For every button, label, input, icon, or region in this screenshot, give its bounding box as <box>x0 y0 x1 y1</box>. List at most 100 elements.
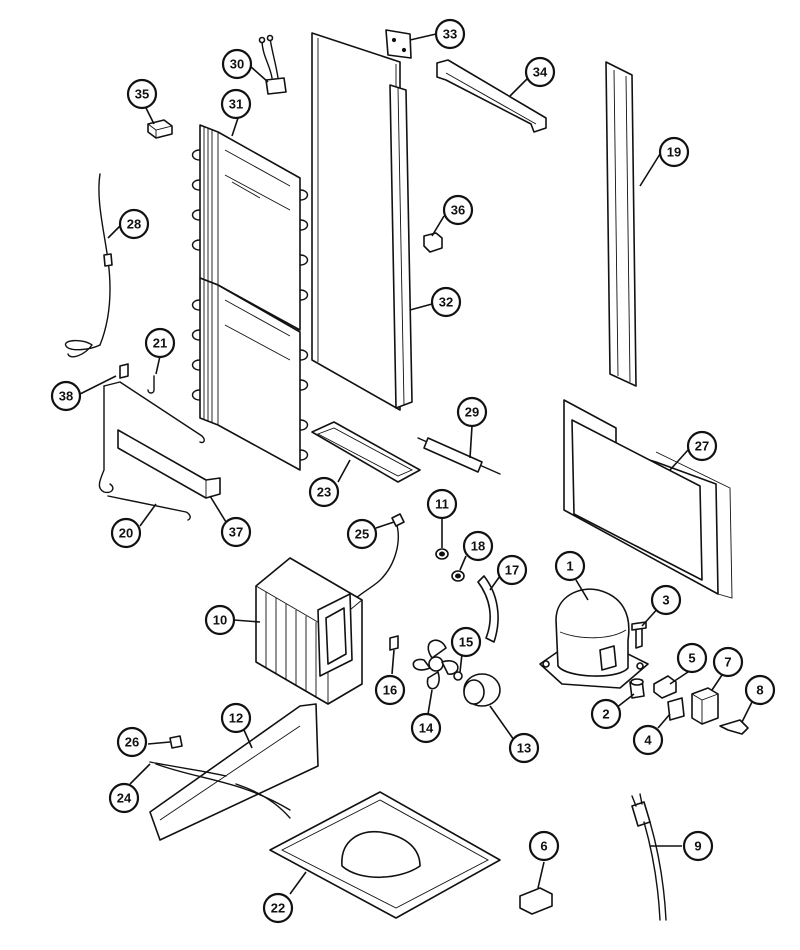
part-15-nut <box>453 671 463 681</box>
callout-2: 2 <box>590 698 622 730</box>
leader-15 <box>459 653 463 673</box>
part-1-compressor <box>539 588 649 689</box>
part-7-overload <box>691 687 719 725</box>
svg-text:5: 5 <box>688 651 695 666</box>
callout-31: 31 <box>220 88 252 120</box>
callout-5: 5 <box>676 642 708 674</box>
leader-37 <box>209 495 227 523</box>
part-31-evaporator <box>191 124 309 471</box>
part-22-drain-pan <box>269 791 501 919</box>
leader-35 <box>145 107 155 125</box>
part-25-hose <box>353 513 405 601</box>
callout-12: 12 <box>220 702 252 734</box>
part-12-rail <box>149 703 319 841</box>
callout-36: 36 <box>442 194 474 226</box>
svg-text:38: 38 <box>59 389 73 404</box>
leader-34 <box>509 77 529 97</box>
callout-22: 22 <box>262 892 294 924</box>
callout-16: 16 <box>374 674 406 706</box>
leader-31 <box>231 117 239 137</box>
part-10-condenser <box>255 557 363 705</box>
part-30-thermostat <box>258 34 287 95</box>
leader-1 <box>575 579 589 601</box>
svg-text:15: 15 <box>459 635 473 650</box>
leader-36 <box>431 215 445 237</box>
leader-8 <box>741 701 753 723</box>
svg-text:27: 27 <box>695 439 709 454</box>
leader-38 <box>79 375 117 395</box>
leader-5 <box>669 671 689 685</box>
svg-text:35: 35 <box>135 87 149 102</box>
part-38-clip <box>119 363 129 379</box>
leader-24 <box>129 763 151 785</box>
callout-7: 7 <box>712 646 744 678</box>
leader-4 <box>657 713 671 729</box>
leader-18 <box>459 555 467 571</box>
svg-text:9: 9 <box>694 839 701 854</box>
svg-text:14: 14 <box>419 721 434 736</box>
svg-text:4: 4 <box>644 733 652 748</box>
svg-text:37: 37 <box>229 525 243 540</box>
part-32-duct <box>389 84 413 409</box>
svg-text:2: 2 <box>602 707 609 722</box>
svg-text:12: 12 <box>229 711 243 726</box>
part-panel-channel <box>311 32 401 411</box>
leader-10 <box>233 619 261 623</box>
part-14-fan-blade <box>412 639 459 690</box>
svg-text:13: 13 <box>517 741 531 756</box>
part-11-grommet <box>435 548 449 560</box>
leader-33 <box>409 33 437 41</box>
callout-13: 13 <box>508 732 540 764</box>
callout-6: 6 <box>528 830 560 862</box>
svg-text:33: 33 <box>443 27 457 42</box>
part-6-switch <box>519 887 553 915</box>
leader-26 <box>147 741 171 745</box>
svg-text:1: 1 <box>566 559 573 574</box>
callout-32: 32 <box>430 286 462 318</box>
part-34-channel-bar <box>436 59 547 133</box>
callout-9: 9 <box>682 830 714 862</box>
callout-3: 3 <box>650 584 682 616</box>
callout-10: 10 <box>204 604 236 636</box>
svg-text:21: 21 <box>153 336 167 351</box>
leader-16 <box>391 649 395 675</box>
part-16-clip <box>389 635 399 651</box>
svg-text:23: 23 <box>317 485 331 500</box>
callout-38: 38 <box>50 380 82 412</box>
leader-lines <box>79 33 753 895</box>
leader-23 <box>337 459 351 483</box>
svg-text:32: 32 <box>439 295 453 310</box>
leader-29 <box>469 425 473 459</box>
callout-11: 11 <box>426 488 458 520</box>
svg-text:31: 31 <box>229 97 243 112</box>
callouts: 33 34 30 35 31 19 36 28 32 21 38 29 27 2… <box>50 18 776 924</box>
part-20-heater-wire <box>98 381 205 521</box>
callout-8: 8 <box>744 674 776 706</box>
svg-text:18: 18 <box>471 539 485 554</box>
part-9-power-cord <box>631 793 667 921</box>
svg-text:26: 26 <box>125 735 139 750</box>
callout-27: 27 <box>686 430 718 462</box>
callout-18: 18 <box>462 530 494 562</box>
callout-35: 35 <box>126 78 158 110</box>
leader-2 <box>615 693 635 709</box>
part-3-bolt <box>631 621 647 649</box>
part-27-panel <box>563 399 733 599</box>
svg-text:34: 34 <box>533 65 548 80</box>
callout-15: 15 <box>450 626 482 658</box>
callout-17: 17 <box>496 554 528 586</box>
part-23-tray <box>311 421 421 483</box>
leader-19 <box>639 153 661 187</box>
part-17-bracket <box>477 575 499 643</box>
part-8-clip <box>719 719 749 735</box>
callout-30: 30 <box>221 48 253 80</box>
callout-28: 28 <box>118 208 150 240</box>
callout-24: 24 <box>108 782 140 814</box>
svg-text:29: 29 <box>465 405 479 420</box>
leader-32 <box>409 303 433 311</box>
callout-37: 37 <box>220 516 252 548</box>
part-13-fan-motor <box>463 673 501 707</box>
callout-21: 21 <box>144 327 176 359</box>
svg-text:22: 22 <box>271 901 285 916</box>
svg-text:28: 28 <box>127 217 141 232</box>
